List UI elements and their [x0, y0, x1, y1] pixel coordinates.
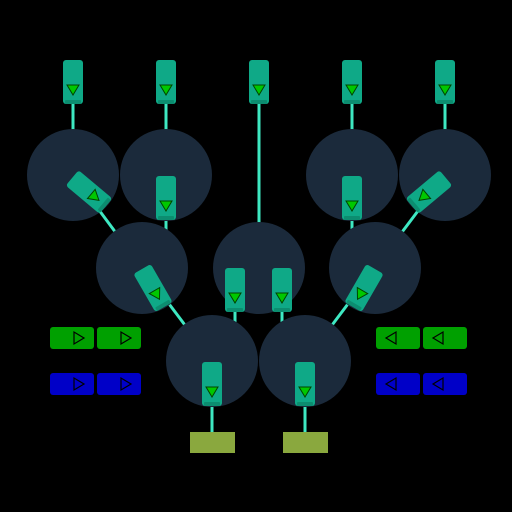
- launcher-body: [342, 60, 362, 104]
- arrow-launcher-icon[interactable]: [406, 170, 453, 214]
- tile-body: [376, 327, 420, 349]
- launcher-base: [98, 197, 111, 212]
- arrow-launcher-icon[interactable]: [156, 176, 176, 220]
- tile-body: [97, 373, 141, 395]
- node[interactable]: [399, 129, 491, 221]
- launcher-body: [66, 171, 112, 213]
- launcher-body: [345, 265, 383, 311]
- launcher-body: [225, 268, 245, 312]
- goal-pad-icon[interactable]: [190, 432, 235, 453]
- arrow-launcher-icon[interactable]: [63, 60, 83, 104]
- launcher-body: [342, 176, 362, 220]
- tile-body: [376, 373, 420, 395]
- arrow-launcher-icon[interactable]: [435, 60, 455, 104]
- launcher-base: [346, 299, 362, 311]
- tile-body: [423, 373, 467, 395]
- green-arrow-tile-icon[interactable]: [423, 327, 467, 349]
- launcher-base: [65, 100, 81, 104]
- launcher-arrow: [66, 84, 80, 96]
- launcher-body: [156, 60, 176, 104]
- green-arrow-tile-icon[interactable]: [97, 327, 141, 349]
- node[interactable]: [259, 315, 351, 407]
- launcher-arrow: [345, 84, 359, 96]
- launcher-arrow: [418, 188, 432, 201]
- launcher-base: [158, 100, 174, 104]
- tile-arrow: [384, 376, 397, 392]
- tile-arrow: [120, 330, 133, 346]
- arrow-launcher-icon[interactable]: [202, 362, 222, 406]
- launcher-base: [251, 100, 267, 104]
- arrow-launcher-icon[interactable]: [249, 60, 269, 104]
- arrow-launcher-icon[interactable]: [272, 268, 292, 312]
- tile-body: [97, 327, 141, 349]
- blue-arrow-tile-icon[interactable]: [50, 373, 94, 395]
- launcher-arrow: [275, 292, 289, 304]
- node[interactable]: [306, 129, 398, 221]
- blue-arrow-tile-icon[interactable]: [376, 373, 420, 395]
- tile-body: [50, 327, 94, 349]
- launcher-arrow: [86, 188, 100, 201]
- shooter-layer: [63, 60, 455, 406]
- launcher-body: [156, 176, 176, 220]
- launcher-body: [272, 268, 292, 312]
- green-arrow-tile-icon[interactable]: [50, 327, 94, 349]
- blue-arrow-tile-icon[interactable]: [97, 373, 141, 395]
- launcher-base: [227, 308, 243, 312]
- arrow-launcher-icon[interactable]: [342, 60, 362, 104]
- goal-pad-icon[interactable]: [283, 432, 328, 453]
- launcher-base: [274, 308, 290, 312]
- arrow-launcher-icon[interactable]: [66, 170, 113, 214]
- launcher-base: [155, 299, 171, 311]
- arrow-launcher-icon[interactable]: [342, 176, 362, 220]
- arrow-launcher-icon[interactable]: [133, 264, 172, 312]
- tile-inventory: [50, 327, 467, 395]
- launcher-arrow: [345, 200, 359, 212]
- blue-arrow-tile-icon[interactable]: [423, 373, 467, 395]
- tile-arrow: [120, 376, 133, 392]
- launcher-arrow: [205, 386, 219, 398]
- goal-layer: [190, 432, 328, 453]
- launcher-arrow: [159, 84, 173, 96]
- tile-arrow: [431, 330, 444, 346]
- arrow-launcher-icon[interactable]: [225, 268, 245, 312]
- launcher-body: [202, 362, 222, 406]
- launcher-arrow: [228, 292, 242, 304]
- launcher-arrow: [298, 386, 312, 398]
- launcher-base: [344, 216, 360, 220]
- node[interactable]: [120, 129, 212, 221]
- launcher-body: [435, 60, 455, 104]
- launcher-arrow: [159, 200, 173, 212]
- tile-arrow: [384, 330, 397, 346]
- launcher-arrow: [438, 84, 452, 96]
- launcher-base: [204, 402, 220, 406]
- arrow-launcher-icon[interactable]: [344, 264, 383, 312]
- node[interactable]: [27, 129, 119, 221]
- launcher-base: [437, 100, 453, 104]
- tile-body: [50, 373, 94, 395]
- green-arrow-tile-icon[interactable]: [376, 327, 420, 349]
- tile-body: [423, 327, 467, 349]
- node[interactable]: [96, 222, 188, 314]
- launcher-base: [297, 402, 313, 406]
- arrow-launcher-icon[interactable]: [156, 60, 176, 104]
- arrow-launcher-icon[interactable]: [295, 362, 315, 406]
- launcher-arrow: [252, 84, 266, 96]
- launcher-body: [406, 171, 452, 213]
- node[interactable]: [329, 222, 421, 314]
- tile-arrow: [73, 376, 86, 392]
- tile-arrow: [73, 330, 86, 346]
- launcher-body: [63, 60, 83, 104]
- launcher-body: [249, 60, 269, 104]
- launcher-base: [158, 216, 174, 220]
- launcher-arrow: [148, 286, 161, 301]
- launcher-base: [344, 100, 360, 104]
- node[interactable]: [166, 315, 258, 407]
- launcher-base: [407, 197, 420, 212]
- launcher-body: [295, 362, 315, 406]
- launcher-body: [134, 265, 172, 311]
- tile-arrow: [431, 376, 444, 392]
- launcher-arrow: [356, 286, 369, 301]
